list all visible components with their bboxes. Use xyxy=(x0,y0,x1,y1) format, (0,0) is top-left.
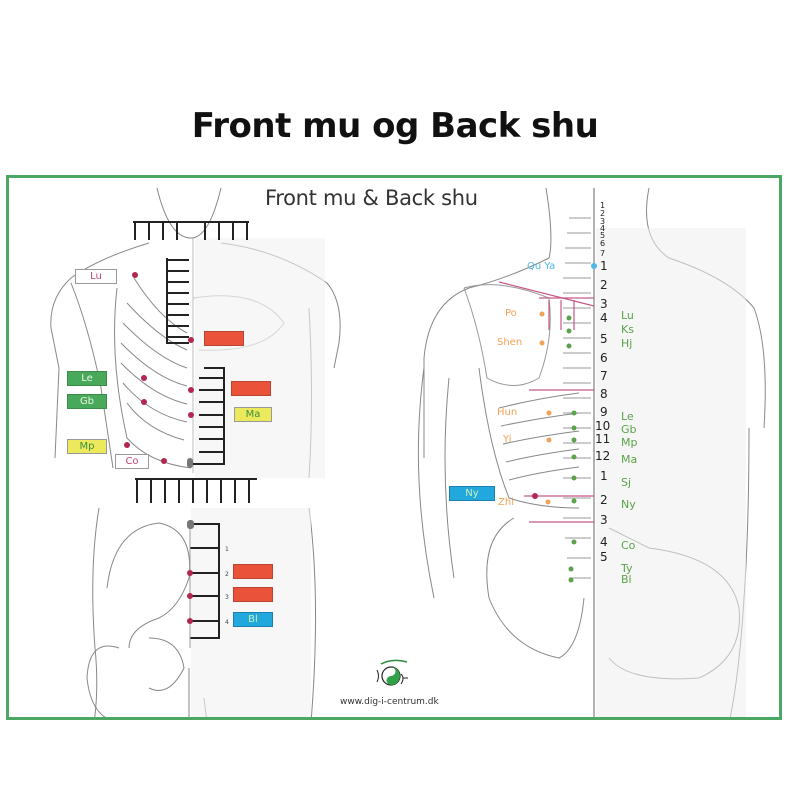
vertebra-l4: 4 xyxy=(600,535,608,549)
organ-mp: Mp xyxy=(621,436,638,449)
vertebra-l2: 2 xyxy=(600,493,608,507)
page-title: Front mu og Back shu xyxy=(191,106,599,146)
tag-ma: Ma xyxy=(234,407,272,422)
vertebra-t4: 4 xyxy=(600,311,608,325)
tag-red-lower-1 xyxy=(233,564,273,579)
tag-red-lower-2 xyxy=(233,587,273,602)
vertebra-t9: 9 xyxy=(600,405,608,419)
cervical-3: 3 xyxy=(600,217,606,226)
tag-co: Co xyxy=(115,454,149,469)
cervical-2: 2 xyxy=(600,209,606,218)
vertebra-l5: 5 xyxy=(600,550,608,564)
vertebra-t12: 12 xyxy=(595,449,611,463)
vertebra-t1: 1 xyxy=(600,259,608,273)
svg-text:4: 4 xyxy=(225,619,229,626)
vertebra-t2: 2 xyxy=(600,278,608,292)
organ-sj: Sj xyxy=(621,476,632,489)
cervical-7: 7 xyxy=(600,249,606,258)
tag-gb: Gb xyxy=(67,394,107,409)
aux-shen: Shen xyxy=(497,337,523,348)
organ-lu: Lu xyxy=(621,309,634,322)
svg-text:1: 1 xyxy=(225,546,229,553)
organ-bl: Bl xyxy=(621,573,632,586)
cervical-4: 4 xyxy=(600,224,606,233)
vertebra-l1: 1 xyxy=(600,469,608,483)
aux-hun: Hun xyxy=(497,407,518,418)
cervical-6: 6 xyxy=(600,239,606,248)
vertebra-t6: 6 xyxy=(600,351,608,365)
body-illustration: 12 34 xyxy=(50,187,766,717)
organ-ks: Ks xyxy=(621,323,634,336)
vertebra-t5: 5 xyxy=(600,332,608,346)
cervical-5: 5 xyxy=(600,231,606,240)
cervical-1: 1 xyxy=(600,201,606,210)
aux-zhi: Zhi xyxy=(498,497,514,508)
tag-bl: Bl xyxy=(233,612,273,627)
diagram-title: Front mu & Back shu xyxy=(265,186,478,210)
svg-text:2: 2 xyxy=(225,571,229,578)
tag-red-chest xyxy=(204,331,244,346)
organ-ma: Ma xyxy=(621,453,638,466)
svg-text:3: 3 xyxy=(225,594,229,601)
organ-ny: Ny xyxy=(621,498,636,511)
tag-lu: Lu xyxy=(75,269,117,284)
tag-mp: Mp xyxy=(67,439,107,454)
website-text: www.dig-i-centrum.dk xyxy=(340,697,439,707)
organ-hj: Hj xyxy=(621,337,633,350)
tag-le: Le xyxy=(67,371,107,386)
aux-po: Po xyxy=(505,308,517,319)
organ-le: Le xyxy=(621,410,634,423)
tag-red-abdomen xyxy=(231,381,271,396)
tag-ny: Ny xyxy=(449,486,495,501)
vertebra-t8: 8 xyxy=(600,387,608,401)
organ-gb: Gb xyxy=(621,423,637,436)
aux-qu-ya: Qu Ya xyxy=(527,261,556,272)
vertebra-t11: 11 xyxy=(595,432,611,446)
organ-ty: Ty xyxy=(621,562,633,575)
vertebra-t10: 10 xyxy=(595,419,611,433)
organ-co: Co xyxy=(621,539,636,552)
vertebra-t3: 3 xyxy=(600,297,608,311)
yin-yang-logo-icon xyxy=(376,659,408,686)
aux-yi: Yi xyxy=(503,434,512,445)
vertebra-t7: 7 xyxy=(600,369,608,383)
vertebra-l3: 3 xyxy=(600,513,608,527)
